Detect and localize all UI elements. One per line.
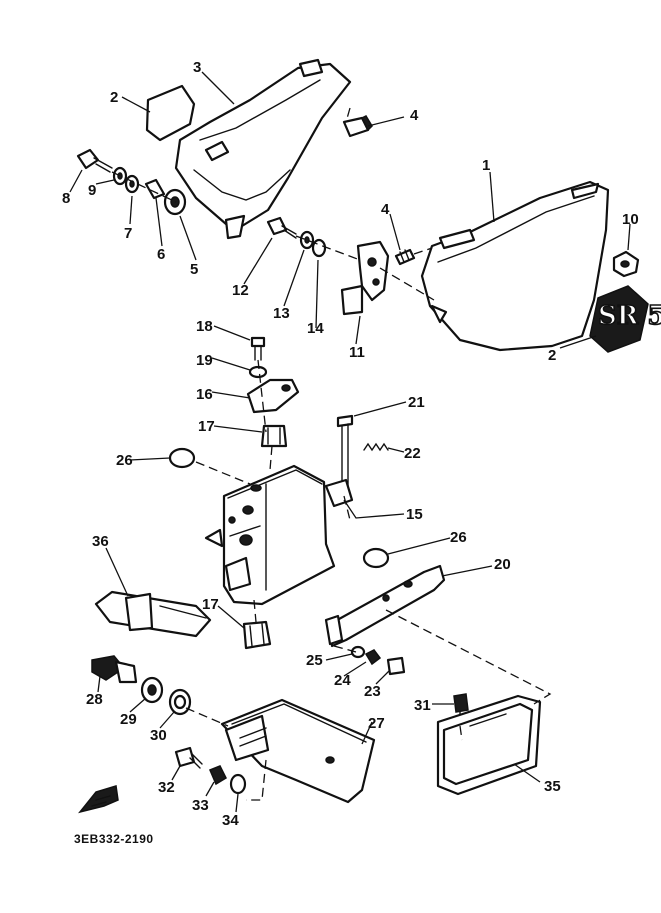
washer-7 — [124, 174, 140, 194]
callout-14: 14 — [307, 320, 324, 337]
callout-10: 10 — [622, 211, 639, 228]
bracket-20 — [324, 564, 446, 648]
bolt-21 — [336, 414, 354, 491]
callout-17b: 17 — [202, 596, 219, 613]
cover-35 — [436, 694, 542, 796]
callout-32: 32 — [158, 779, 175, 796]
callout-24: 24 — [334, 672, 351, 689]
collar-34 — [229, 773, 247, 795]
bolt-8 — [76, 148, 113, 173]
emblem-text: SR 500 — [598, 301, 661, 331]
callout-4a: 4 — [410, 107, 419, 124]
callout-12: 12 — [232, 282, 249, 299]
callout-17a: 17 — [198, 418, 215, 435]
callout-20: 20 — [494, 556, 511, 573]
nut-10 — [612, 250, 640, 278]
battery-box-15 — [204, 464, 354, 606]
front-arrow-icon — [78, 785, 119, 814]
callout-31: 31 — [414, 697, 431, 714]
connector-28 — [91, 655, 138, 684]
bolt-32 — [174, 746, 203, 769]
callout-1: 1 — [482, 157, 490, 174]
washer-13 — [299, 230, 315, 250]
grommet-29 — [140, 676, 164, 704]
callout-3: 3 — [193, 59, 201, 76]
emblem-plate-left — [145, 84, 196, 142]
callout-labels: 2 3 4 8 9 7 6 5 4 1 10 12 13 14 11 2 18 … — [62, 59, 639, 829]
bracket-16 — [246, 378, 300, 414]
callout-25: 25 — [306, 652, 323, 669]
callout-29: 29 — [120, 711, 137, 728]
band-36 — [94, 590, 212, 638]
nut-33 — [209, 765, 227, 786]
callout-13: 13 — [273, 305, 290, 322]
spring-22 — [363, 442, 389, 452]
callout-22: 22 — [404, 445, 421, 462]
grommet-upper — [342, 115, 373, 138]
washer-25 — [350, 645, 366, 659]
callout-28: 28 — [86, 691, 103, 708]
tray-27 — [220, 698, 376, 804]
callout-18: 18 — [196, 318, 213, 335]
bolt-18 — [250, 336, 266, 361]
callout-23: 23 — [364, 683, 381, 700]
callout-4b: 4 — [381, 201, 390, 218]
callout-15: 15 — [406, 506, 423, 523]
callout-9: 9 — [88, 182, 96, 199]
bolt-12 — [266, 216, 297, 239]
callout-6: 6 — [157, 246, 165, 263]
callout-11: 11 — [349, 344, 365, 361]
side-cover-right — [420, 180, 610, 352]
callout-36: 36 — [92, 533, 109, 550]
callout-2a: 2 — [110, 89, 118, 106]
grommet-26-upper — [168, 447, 196, 469]
callout-8: 8 — [62, 190, 70, 207]
callout-30: 30 — [150, 727, 167, 744]
damper-17-lower — [242, 620, 272, 650]
collar-30 — [168, 688, 192, 716]
callout-2b: 2 — [548, 347, 556, 364]
emblem-plate-right: SR 500 — [589, 285, 661, 353]
callout-27: 27 — [368, 715, 385, 732]
grommet-26-lower — [362, 547, 390, 569]
washer-19 — [248, 365, 268, 379]
damper-17-upper — [260, 424, 288, 448]
nut-24 — [364, 649, 382, 666]
callout-33: 33 — [192, 797, 209, 814]
bracket-11 — [340, 240, 390, 316]
grommet-lower — [394, 248, 416, 266]
callout-34: 34 — [222, 812, 239, 829]
grommet-5 — [163, 188, 187, 216]
collar-6 — [144, 178, 166, 200]
side-cover-left — [174, 58, 352, 240]
callout-16: 16 — [196, 386, 213, 403]
callout-7: 7 — [124, 225, 132, 242]
callout-5: 5 — [190, 261, 198, 278]
diagram-reference-code: 3EB332-2190 — [74, 832, 154, 846]
callout-35: 35 — [544, 778, 561, 795]
bolt-23 — [386, 656, 406, 676]
leader-lines — [69, 71, 631, 813]
callout-19: 19 — [196, 352, 213, 369]
assembly-lines — [111, 107, 552, 801]
callout-26b: 26 — [450, 529, 467, 546]
callout-21: 21 — [408, 394, 425, 411]
callout-26a: 26 — [116, 452, 133, 469]
